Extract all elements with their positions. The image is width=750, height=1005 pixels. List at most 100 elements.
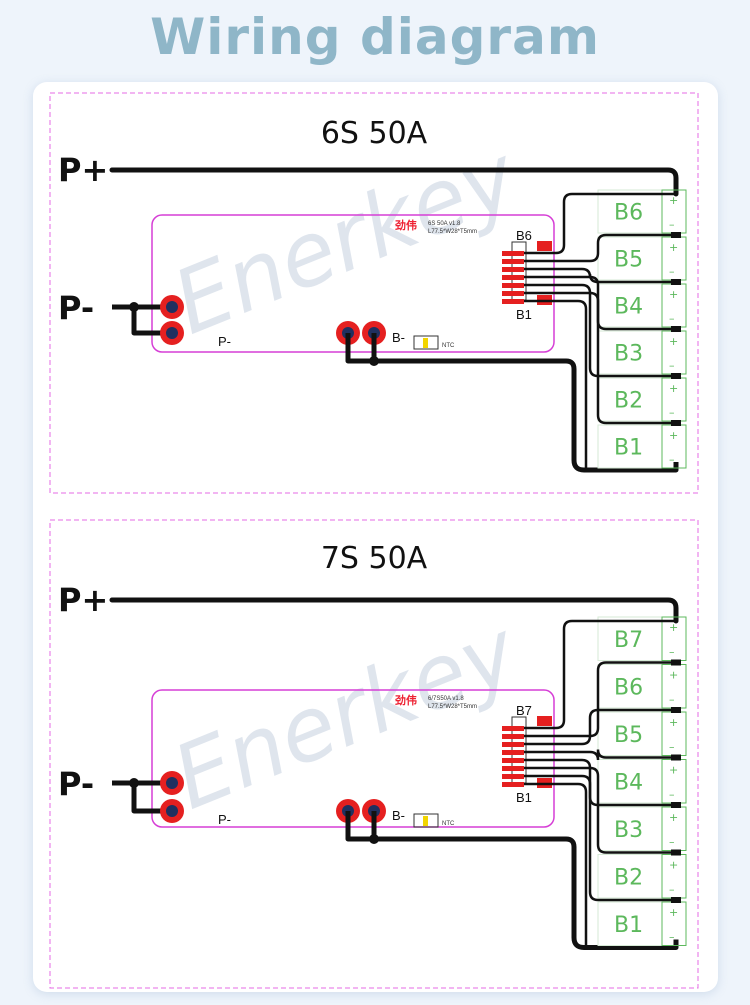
p-plus-wire <box>109 167 679 197</box>
wire-lug <box>671 897 681 903</box>
balance-pin <box>502 726 524 731</box>
wire-lug <box>671 849 681 856</box>
balance-pin <box>502 291 524 296</box>
board-brand: 劲伟 <box>395 693 417 707</box>
ntc-box <box>413 335 439 350</box>
balance-pin <box>502 774 524 779</box>
board-model: 6/7S50A v1.8 <box>428 696 464 702</box>
minus-sign: – <box>669 218 675 231</box>
plus-sign: + <box>669 764 678 777</box>
plus-sign: + <box>669 621 678 634</box>
wire-lug <box>671 279 681 285</box>
p-minus-label: P- <box>58 765 94 803</box>
b-minus-wire <box>345 811 679 950</box>
cell-label: B3 <box>614 342 643 367</box>
p-minus-label: P- <box>58 289 94 327</box>
cell-label: B6 <box>614 201 643 226</box>
board-model: 6S 50A v1.8 <box>428 221 461 227</box>
ntc-sensor <box>423 338 428 348</box>
balance-pin <box>502 251 524 256</box>
balance-wire <box>524 291 676 425</box>
board-brand: 劲伟 <box>395 218 417 232</box>
cell-label: B1 <box>614 436 643 461</box>
balance-pin <box>502 750 524 755</box>
balance-pin <box>502 742 524 747</box>
wire-lug <box>671 232 681 238</box>
cell-label: B3 <box>614 818 643 843</box>
terminal-hole <box>166 777 178 789</box>
minus-sign: – <box>669 931 675 944</box>
minus-sign: – <box>669 359 675 372</box>
minus-sign: – <box>669 741 675 754</box>
cell-label: B2 <box>614 865 643 890</box>
ntc-label: NTC <box>442 343 455 349</box>
minus-sign: – <box>669 312 675 325</box>
ntc-sensor <box>423 816 428 826</box>
balance-pin <box>502 259 524 264</box>
minus-sign: – <box>669 453 675 466</box>
terminal-hole <box>166 301 178 313</box>
balance-wire <box>524 766 676 854</box>
cell-label: B2 <box>614 389 643 414</box>
balance-wire <box>524 192 676 255</box>
balance-pad-top <box>537 241 552 251</box>
dashed-frame <box>49 519 699 989</box>
ntc-label: NTC <box>442 821 455 827</box>
balance-wire <box>524 749 676 761</box>
balance-wire <box>524 782 588 946</box>
minus-sign: – <box>669 788 675 801</box>
balance-pin <box>502 267 524 272</box>
wire-lug <box>671 420 681 426</box>
plus-sign: + <box>669 194 678 207</box>
page-title: Wiring diagram <box>150 8 600 66</box>
wire-lug <box>671 659 681 666</box>
balance-wire <box>524 283 676 378</box>
diagram-heading: 7S 50A <box>321 541 428 576</box>
minus-sign: – <box>669 836 675 849</box>
board-p-minus-label: P- <box>218 334 231 349</box>
cell-label: B4 <box>614 295 643 320</box>
b-minus-wire <box>345 333 679 473</box>
minus-sign: – <box>669 646 675 659</box>
plus-sign: + <box>669 382 678 395</box>
balance-pin <box>502 766 524 771</box>
balance-wire <box>524 619 676 730</box>
plus-sign: + <box>669 241 678 254</box>
board-p-minus-label: P- <box>218 812 231 827</box>
plus-sign: + <box>669 859 678 872</box>
connector-top-label: B7 <box>516 703 532 718</box>
balance-pin <box>502 275 524 280</box>
dashed-frame <box>49 92 699 494</box>
plus-sign: + <box>669 811 678 824</box>
plus-sign: + <box>669 288 678 301</box>
watermark-text: Enerkey <box>159 599 532 830</box>
wire-lug <box>671 326 681 332</box>
plus-sign: + <box>669 335 678 348</box>
cell-label: B5 <box>614 723 643 748</box>
board-size: L77.5*W28*T5mm <box>428 229 477 235</box>
balance-pin <box>502 782 524 787</box>
board-size: L77.5*W28*T5mm <box>428 704 477 710</box>
cell-label: B1 <box>614 913 643 938</box>
plus-sign: + <box>669 716 678 729</box>
junction-dot <box>129 778 139 788</box>
balance-pin <box>502 283 524 288</box>
plus-sign: + <box>669 669 678 682</box>
minus-sign: – <box>669 265 675 278</box>
p-plus-wire <box>109 597 679 624</box>
minus-sign: – <box>669 883 675 896</box>
connector-bottom-label: B1 <box>516 307 532 322</box>
balance-wire <box>524 299 588 468</box>
balance-wire <box>524 267 676 284</box>
wire-lug <box>671 754 681 761</box>
bms-board <box>151 214 555 353</box>
watermark-text: Enerkey <box>159 124 532 355</box>
junction-dot <box>369 834 379 844</box>
cell-label: B4 <box>614 770 643 795</box>
cell-label: B6 <box>614 675 643 700</box>
diagram-heading: 6S 50A <box>321 116 428 151</box>
cell-label: B7 <box>614 628 643 653</box>
